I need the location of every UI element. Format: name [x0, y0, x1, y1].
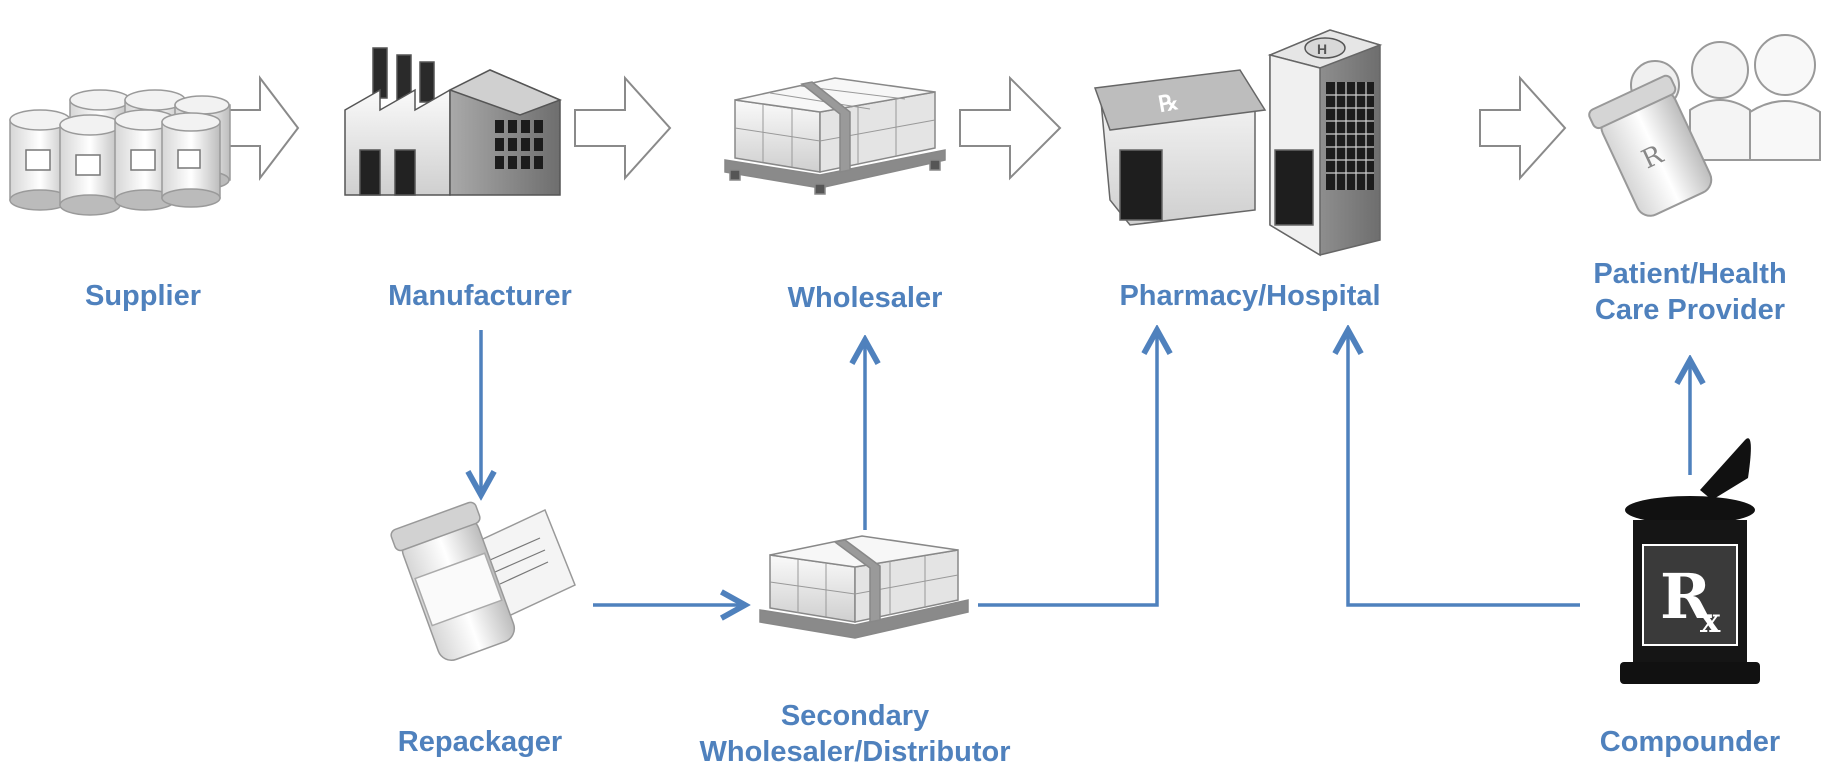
label-patient-provider: Patient/Health Care Provider — [1565, 256, 1815, 328]
label-supplier: Supplier — [84, 280, 201, 312]
label-compounder: Compounder — [1599, 726, 1781, 758]
label-manufacturer: Manufacturer — [388, 280, 572, 312]
secondary-wholesaler-pallet-icon — [759, 535, 969, 639]
svg-text:℞: ℞ — [1157, 89, 1181, 118]
flow-arrow-wholesaler-pharmacy — [959, 75, 1062, 181]
flow-arrow-pharmacy-patient — [1479, 75, 1567, 181]
flow-arrow-manufacturer-wholesaler — [574, 75, 672, 181]
label-patient-line2: Care Provider — [1594, 294, 1786, 326]
compounder-mortar-icon: R x — [1620, 438, 1760, 684]
connector-compounder-pharmacy — [1348, 330, 1580, 607]
svg-text:x: x — [1700, 601, 1721, 641]
svg-text:H: H — [1317, 41, 1327, 57]
supplier-drums-icon — [9, 89, 231, 216]
connector-secondary-pharmacy — [978, 330, 1157, 607]
flow-arrow-supplier-manufacturer — [224, 75, 300, 181]
rx-symbol: R — [1660, 560, 1712, 633]
label-wholesaler: Wholesaler — [787, 282, 943, 314]
wholesaler-pallet-icon — [724, 77, 946, 195]
label-patient-line1: Patient/Health — [1593, 258, 1787, 290]
label-secondary-line2: Wholesaler/Distributor — [699, 736, 1011, 768]
pharmacy-hospital-icon: ℞ H — [1093, 29, 1383, 257]
label-secondary-wholesaler: Secondary Wholesaler/Distributor — [650, 698, 1060, 770]
repackager-bottle-icon — [390, 501, 576, 661]
label-secondary-line1: Secondary — [780, 700, 930, 732]
label-repackager: Repackager — [397, 726, 563, 758]
patient-provider-icon: R — [1588, 34, 1821, 217]
label-pharmacy-hospital: Pharmacy/Hospital — [1119, 280, 1381, 312]
manufacturer-factory-icon — [344, 47, 563, 196]
